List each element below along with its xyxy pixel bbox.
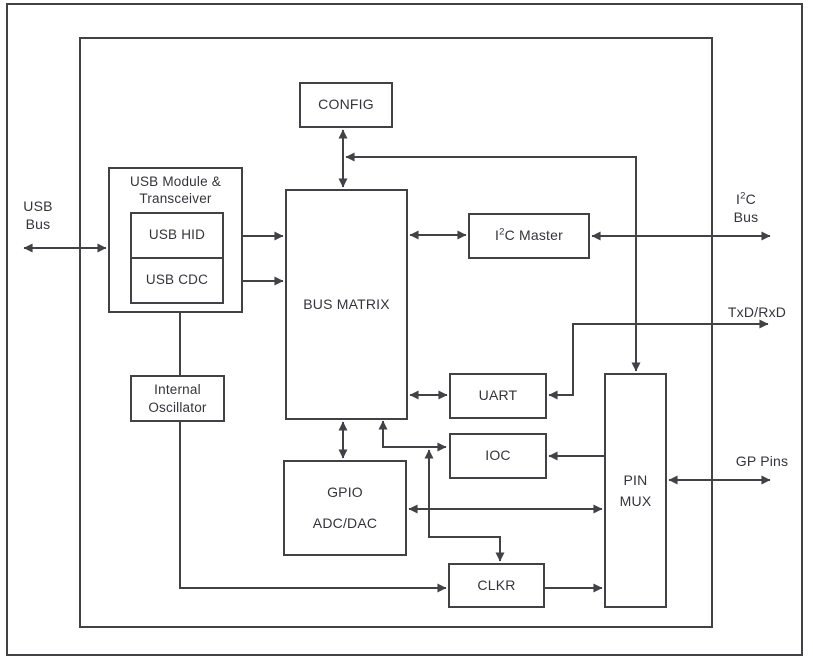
i2c-bus-base: I	[736, 191, 741, 207]
usb-bus-label-line1: USB	[23, 198, 53, 214]
block-usb-module-title: USB Module & Transceiver	[130, 174, 221, 208]
block-gpio-adc-dac: GPIO ADC/DAC	[283, 460, 407, 556]
external-label-usb-bus: USB Bus	[14, 197, 62, 233]
block-clkr-label: CLKR	[477, 576, 516, 593]
block-config-label: CONFIG	[318, 96, 374, 113]
i2c-bus-label-line2: Bus	[733, 209, 759, 226]
i2c-bus-rest: C	[745, 191, 756, 207]
block-usb-cdc: USB CDC	[132, 257, 222, 302]
block-usb-cdc-label: USB CDC	[145, 272, 209, 288]
block-ioc-label: IOC	[485, 447, 511, 464]
gpio-label-line2: ADC/DAC	[312, 515, 378, 531]
block-internal-oscillator: Internal Oscillator	[130, 375, 225, 422]
internal-oscillator-line1: Internal	[154, 381, 201, 397]
i2c-bus-label-line1: I2C	[736, 190, 756, 208]
block-i2c-master: I2C Master	[468, 213, 590, 259]
txd-rxd-label-text: TxD/RxD	[727, 304, 787, 320]
gp-pins-label-text: GP Pins	[735, 453, 789, 469]
external-label-txd-rxd: TxD/RxD	[718, 303, 796, 321]
block-pin-mux: PIN MUX	[604, 373, 667, 608]
usb-module-title-line2: Transceiver	[139, 190, 212, 206]
external-label-gp-pins: GP Pins	[728, 452, 796, 470]
block-uart-label: UART	[478, 387, 518, 404]
wire-bus-matrix-ioc	[378, 420, 447, 452]
block-clkr: CLKR	[448, 563, 545, 608]
gpio-label-line1: GPIO	[327, 483, 363, 500]
i2c-master-base: I	[495, 227, 500, 244]
block-config: CONFIG	[299, 82, 393, 128]
wire-uart-txd-rxd-external	[548, 319, 769, 400]
block-usb-hid: USB HID	[132, 214, 222, 257]
block-ioc: IOC	[449, 433, 547, 479]
pin-mux-label-line1: PIN	[623, 472, 648, 489]
page-border	[6, 3, 803, 656]
block-bus-matrix-label: BUS MATRIX	[303, 295, 390, 312]
i2c-master-superscript: 2	[499, 226, 505, 238]
wire-config-junction-pin-mux	[345, 152, 641, 372]
block-bus-matrix: BUS MATRIX	[285, 189, 408, 420]
usb-bus-label-line2: Bus	[25, 216, 51, 233]
wire-ioc-line-clkr-branch	[424, 449, 505, 562]
block-usb-hid-label: USB HID	[148, 227, 206, 243]
usb-module-title-line1: USB Module &	[130, 174, 221, 189]
block-uart: UART	[449, 373, 547, 419]
i2c-bus-superscript: 2	[740, 190, 746, 202]
block-usb-endpoints: USB HID USB CDC	[130, 212, 224, 304]
block-usb-module-transceiver: USB Module & Transceiver USB HID USB CDC	[108, 167, 243, 313]
internal-oscillator-line2: Oscillator	[148, 399, 207, 415]
i2c-master-rest: C Master	[504, 227, 563, 244]
pin-mux-label-line2: MUX	[619, 492, 652, 509]
external-label-i2c-bus: I2C Bus	[724, 190, 768, 226]
block-i2c-master-label: I2C Master	[495, 227, 563, 245]
